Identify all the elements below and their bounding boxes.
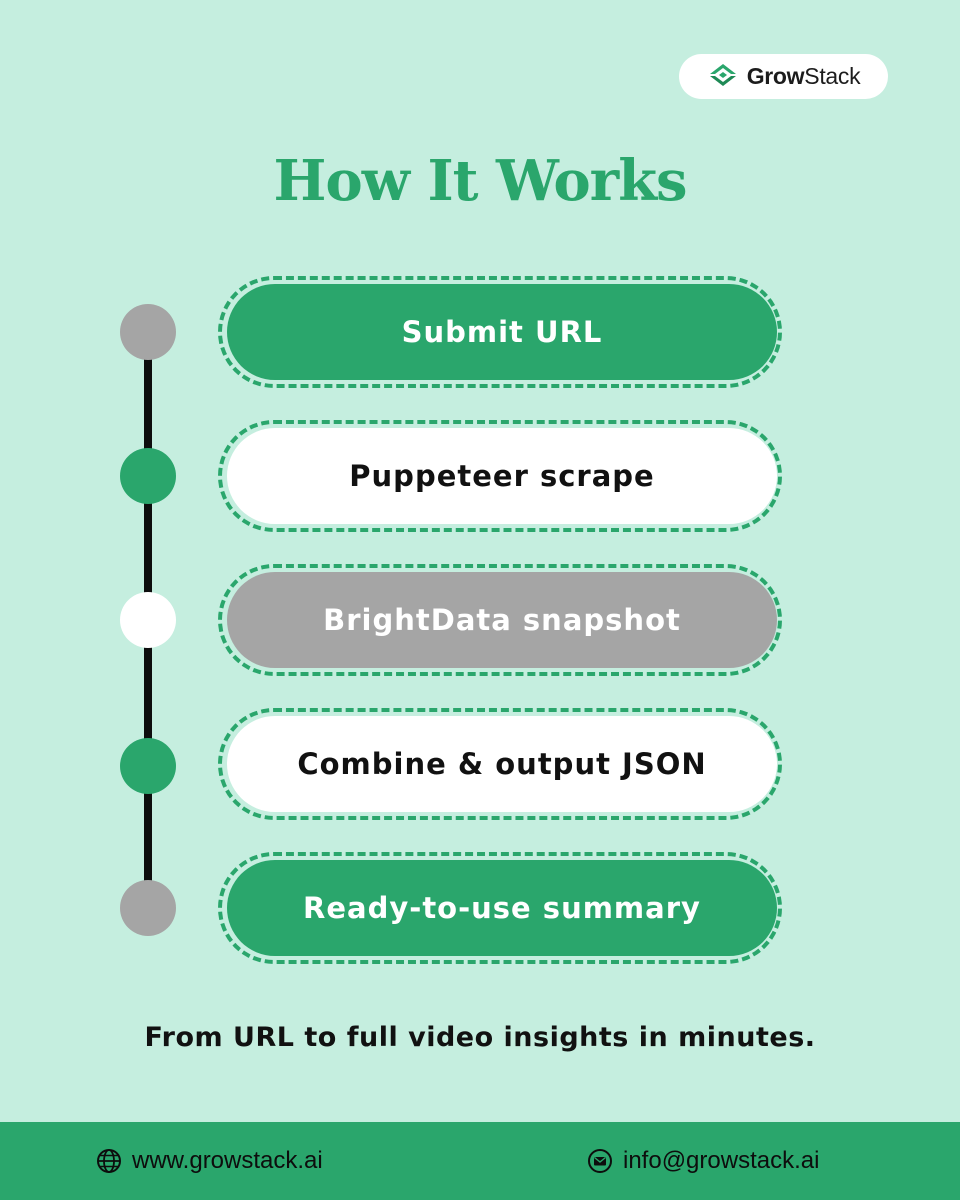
footer-website[interactable]: www.growstack.ai (96, 1122, 323, 1200)
website-link[interactable]: www.growstack.ai (132, 1147, 323, 1174)
footer-email[interactable]: info@growstack.ai (587, 1122, 819, 1200)
step-puppeteer-scrape: Puppeteer scrape (227, 428, 777, 524)
timeline-dot-1 (120, 304, 176, 360)
brand-logo[interactable]: GrowStack (679, 54, 888, 99)
step-outline-1 (218, 276, 782, 388)
footer: www.growstack.ai info@growstack.ai (0, 1122, 960, 1200)
timeline-dot-3 (120, 592, 176, 648)
step-submit-url: Submit URL (227, 284, 777, 380)
tagline: From URL to full video insights in minut… (144, 1022, 816, 1053)
step-outline-4 (218, 708, 782, 820)
timeline-dot-4 (120, 738, 176, 794)
step-combine-output-json: Combine & output JSON (227, 716, 777, 812)
brand-name: GrowStack (746, 63, 861, 89)
step-outline-5 (218, 852, 782, 964)
email-link[interactable]: info@growstack.ai (623, 1147, 820, 1174)
mail-icon (588, 1149, 612, 1173)
step-outline-2 (218, 420, 782, 532)
step-outline-3 (218, 564, 782, 676)
step-ready-summary: Ready-to-use summary (227, 860, 777, 956)
timeline-dot-5 (120, 880, 176, 936)
step-brightdata-snapshot: BrightData snapshot (227, 572, 777, 668)
growstack-logo-icon (709, 63, 736, 86)
timeline-dot-2 (120, 448, 176, 504)
page-title: How It Works (273, 148, 687, 214)
globe-icon (97, 1149, 121, 1173)
